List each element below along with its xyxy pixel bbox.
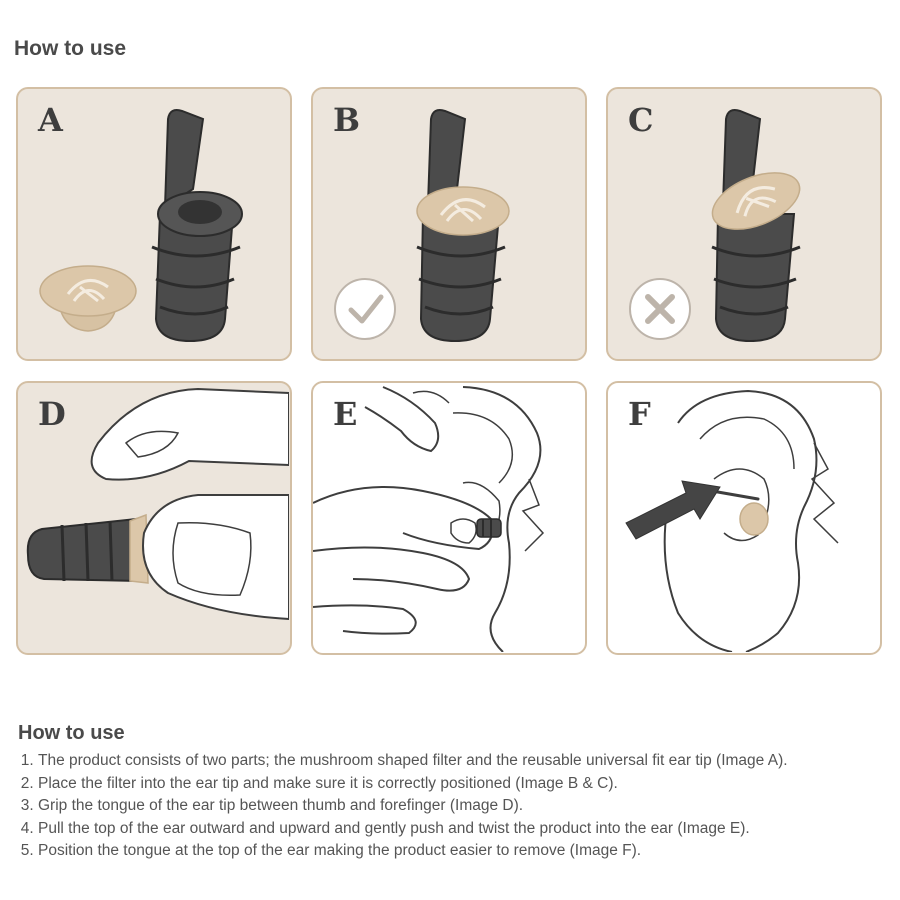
- instruction-step: Place the filter into the ear tip and ma…: [38, 773, 888, 796]
- instruction-step: The product consists of two parts; the m…: [38, 750, 888, 773]
- panel-letter-b: B: [333, 101, 361, 139]
- forefinger-illustration: [90, 387, 289, 481]
- panel-d: D: [16, 381, 292, 655]
- earplug-in-fingers-illustration: [26, 513, 149, 584]
- cross-icon: [629, 278, 691, 340]
- panel-b: B: [311, 87, 587, 361]
- instructions-list: The product consists of two parts; the m…: [18, 750, 888, 863]
- instructions-heading: How to use: [18, 722, 125, 744]
- ear-with-earplug-illustration: [663, 389, 839, 652]
- panel-letter-c: C: [628, 101, 654, 139]
- panel-a: A: [16, 87, 292, 361]
- panel-f: F: [606, 381, 882, 655]
- panel-b-illustration: [334, 109, 510, 343]
- panel-a-illustration: [39, 109, 243, 343]
- page-title: How to use: [14, 37, 127, 60]
- hand-inserting-earplug-illustration: [313, 486, 502, 635]
- panel-e: E: [311, 381, 587, 655]
- mushroom-filter-illustration: [39, 265, 137, 332]
- instruction-step: Grip the tongue of the ear tip between t…: [38, 795, 888, 818]
- earplug-with-filter-illustration: [416, 109, 510, 343]
- instructions-section: How to use The product consists of two p…: [18, 722, 888, 863]
- panel-c: C: [606, 87, 882, 361]
- hand-pulling-ear-illustration: [364, 386, 450, 453]
- panel-letter-f: F: [628, 395, 651, 433]
- thumb-illustration: [142, 494, 289, 621]
- panel-letter-d: D: [38, 395, 66, 433]
- earplug-tip-illustration: [151, 109, 243, 343]
- panel-f-illustration: [625, 389, 839, 652]
- panel-c-illustration: [629, 109, 801, 343]
- panel-letter-a: A: [38, 101, 63, 139]
- panel-letter-e: E: [333, 395, 358, 433]
- panel-e-illustration: [313, 386, 545, 652]
- arrow-icon: [625, 480, 721, 540]
- checkmark-icon: [334, 278, 396, 340]
- earplug-with-tilted-filter-illustration: [711, 109, 801, 343]
- instruction-step: Pull the top of the ear outward and upwa…: [38, 818, 888, 841]
- panel-d-illustration: [26, 387, 289, 621]
- instruction-step: Position the tongue at the top of the ea…: [38, 840, 888, 863]
